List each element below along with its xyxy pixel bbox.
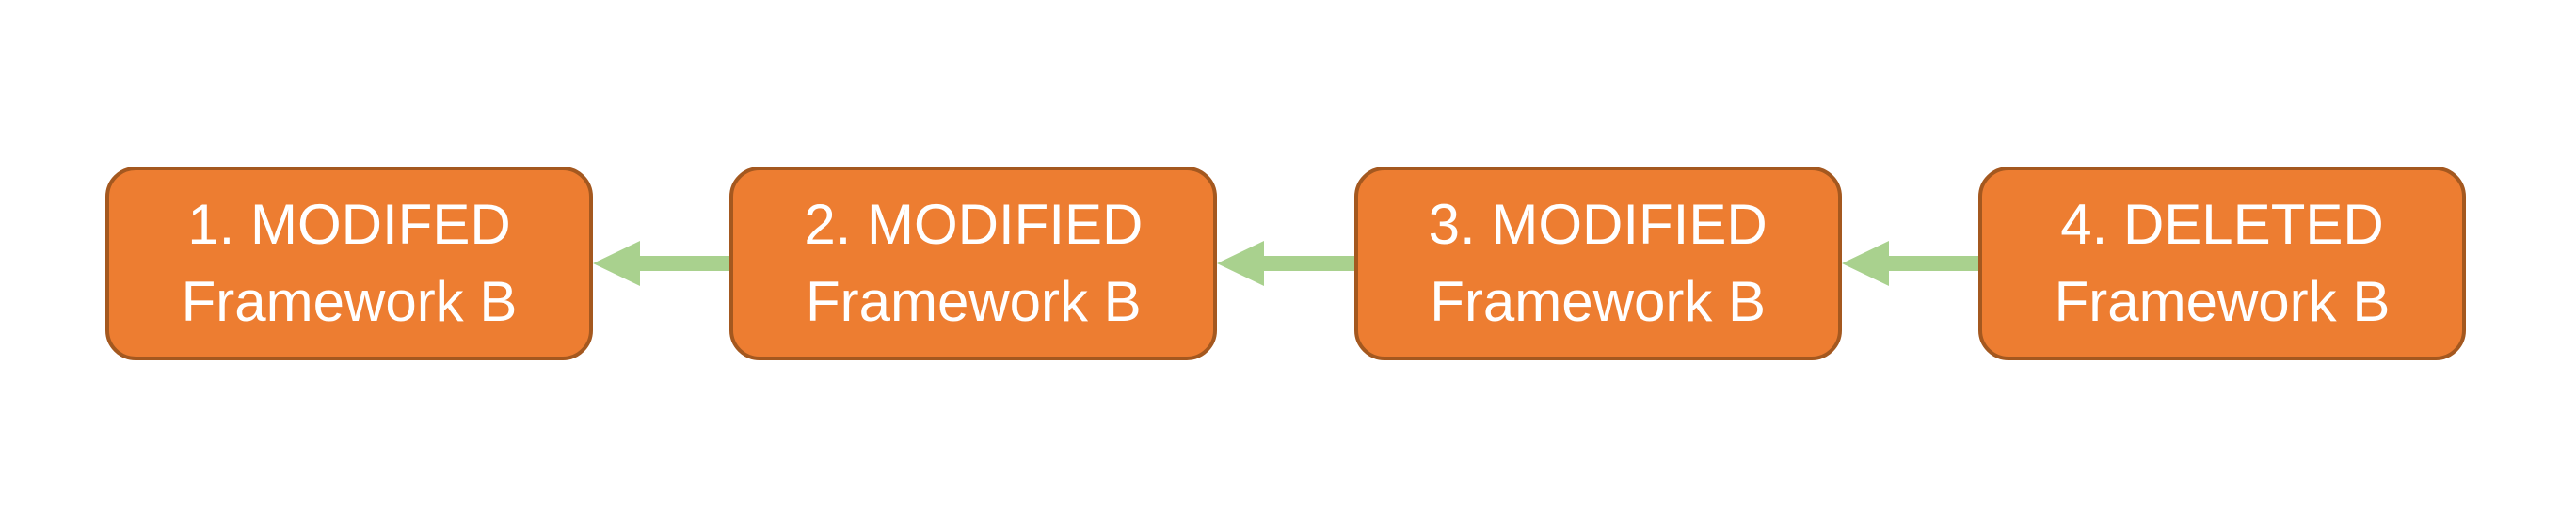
box-3-subtitle-line: Framework B — [1430, 270, 1767, 333]
box-3-title-line: 3. MODIFIED — [1428, 193, 1768, 256]
arrow-2-to-1 — [593, 167, 730, 360]
box-4-title-line: 4. DELETED — [2060, 193, 2384, 256]
box-2-subtitle-line: Framework B — [805, 270, 1142, 333]
arrow-shaft — [1264, 256, 1354, 271]
arrow-3-to-2 — [1217, 167, 1354, 360]
flow-box-3-modified: 3. MODIFIED Framework B — [1353, 167, 1842, 360]
box-1-title-line: 1. MODIFED — [187, 193, 511, 256]
flow-box-4-deleted: 4. DELETED Framework B — [1977, 167, 2466, 360]
arrow-shaft — [1888, 256, 1978, 271]
arrow-left-head-icon — [1217, 241, 1265, 286]
arrow-shaft — [640, 256, 730, 271]
arrow-left-head-icon — [1841, 241, 1889, 286]
flow-box-1-modified: 1. MODIFED Framework B — [105, 167, 593, 360]
flow-row: 1. MODIFED Framework B 2. MODIFIED Frame… — [105, 167, 2466, 360]
box-2-title-line: 2. MODIFIED — [804, 193, 1144, 256]
box-4-subtitle-line: Framework B — [2054, 270, 2391, 333]
flow-box-2-modified: 2. MODIFIED Framework B — [729, 167, 1218, 360]
arrow-left-head-icon — [593, 241, 640, 286]
arrow-4-to-3 — [1841, 167, 1978, 360]
box-1-subtitle-line: Framework B — [181, 270, 518, 333]
